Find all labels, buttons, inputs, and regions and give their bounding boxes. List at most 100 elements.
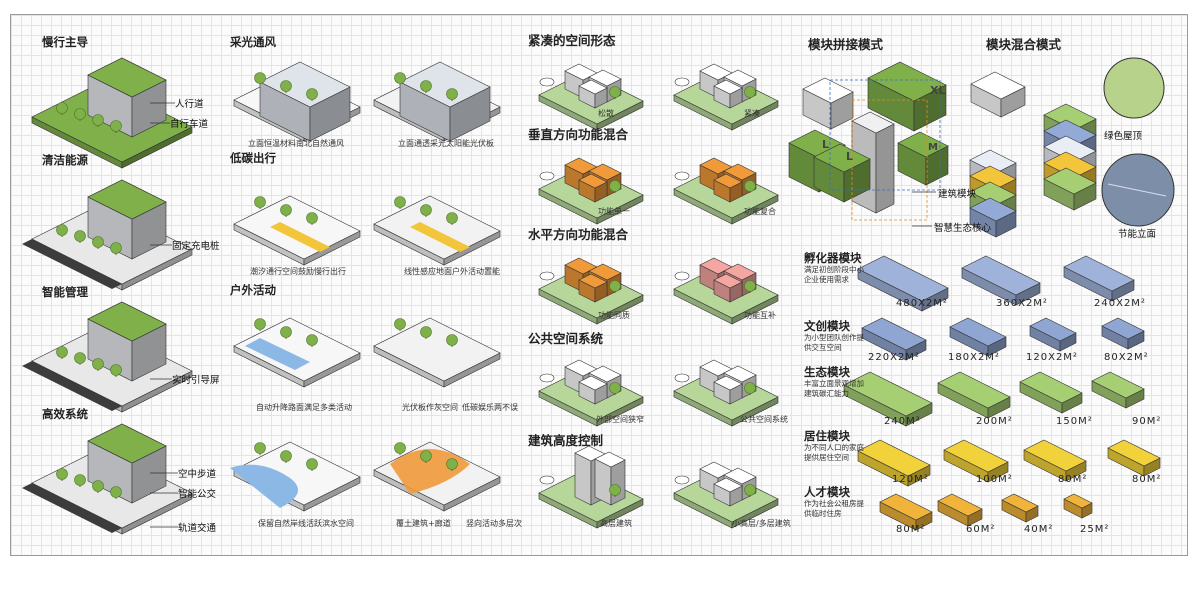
caption-homogeneous: 功能同质 — [598, 311, 630, 320]
caption-complementary: 功能互补 — [744, 311, 776, 320]
module-desc-incubator: 满足初创阶段中小企业使用需求 — [804, 265, 864, 284]
c1-tree-0-1-crown — [74, 108, 86, 120]
c3-blk-b-0-1-top-face — [723, 69, 757, 87]
c3-blk-c-0-0-top-face — [578, 79, 608, 95]
c3-tree-1-1-crown — [744, 180, 756, 192]
section-title-compact-form: 紧凑的空间形态 — [528, 33, 616, 48]
caption-mid-rise: 小高层/多层建筑 — [732, 519, 791, 528]
c3-blk-c-4-1-top-face — [713, 477, 743, 493]
module-block-1-0-top-face — [861, 317, 927, 351]
block-letter-m: M — [928, 142, 938, 153]
section-title-daylight-ventilation: 采光通风 — [230, 35, 276, 49]
c3-blk-c-1-1-top-face — [713, 173, 743, 189]
caption-encourage-walking: 鼓励慢行出行 — [298, 267, 346, 276]
c1-tree-0-2-crown — [92, 114, 104, 126]
size-ecology-1: 240M² — [884, 416, 921, 427]
callout-smart-core: 智慧生态核心 — [934, 223, 992, 234]
caption-solar-panel: 太阳能光伏板 — [446, 139, 494, 148]
caption-public-system: 公共空间系统 — [740, 415, 788, 424]
caption-pv-grey-space: 光伏板作灰空间 — [402, 403, 458, 412]
size-ecology-4: 90M² — [1132, 416, 1162, 427]
size-residential-4: 80M² — [1132, 474, 1162, 485]
module-block-0-1-top-face — [961, 255, 1041, 296]
c3-blk-b-3-1-top-face — [723, 365, 757, 383]
c3-blk-b-1-0-top-face — [588, 163, 622, 181]
block-letter-xl: XL — [930, 84, 946, 97]
c3-tower-a-4-0-top-face — [574, 445, 606, 462]
caption-compound-function: 功能复合 — [744, 207, 776, 216]
c2-tree-4-1-crown — [280, 326, 292, 338]
size-residential-1: 120M² — [892, 474, 929, 485]
c2-tree-5-0-crown — [394, 318, 406, 330]
c3-co2-1-0 — [539, 171, 555, 181]
c2-panel-4-top-face — [233, 317, 361, 382]
c3-blk-a-4-1-top-face — [699, 461, 733, 479]
section-title-height-control: 建筑高度控制 — [528, 433, 604, 448]
c3-tree-2-0-crown — [609, 280, 621, 292]
module-block-3-2-top-face — [1023, 439, 1087, 472]
c1-tree-3-1-crown — [74, 474, 86, 486]
c1-tree-2-3-crown — [110, 364, 122, 376]
caption-compact: 紧凑 — [744, 109, 760, 118]
c3-tower-b-4-0-right-face — [610, 459, 626, 506]
c1-tree-2-0-crown — [56, 346, 68, 358]
c3-co2-0-1 — [674, 77, 690, 87]
caption-narrow-space: 外部空间狭窄 — [596, 415, 644, 424]
c2-path-3 — [410, 222, 470, 252]
c2-hall-0-top-face — [259, 61, 351, 108]
module-block-3-3-top-face — [1107, 439, 1161, 467]
label-guide-screen: 实时引导屏 — [172, 375, 220, 386]
c2-tree-6-1-crown — [280, 450, 292, 462]
section-title-vertical-mix: 垂直方向功能混合 — [528, 127, 629, 142]
c3-tree-1-0-crown — [609, 180, 621, 192]
caption-low-carbon-fun: 低碳娱乐两不误 — [462, 403, 518, 412]
size-incubator-3: 240X2M² — [1094, 298, 1146, 309]
c3-blk-c-2-0-top-face — [578, 273, 608, 289]
caption-single-function: 功能单一 — [598, 207, 630, 216]
size-ecology-2: 200M² — [976, 416, 1013, 427]
c3-co2-4-1 — [674, 475, 690, 485]
c4-small-cube-top-face — [802, 77, 854, 104]
label-smart-bus: 智能公交 — [178, 489, 217, 500]
c2-tree-1-2-crown — [446, 88, 458, 100]
size-creative-2: 180X2M² — [948, 352, 1000, 363]
c3-blk-a-0-1-top-face — [699, 63, 733, 81]
module-title-creative: 文创模块 — [804, 319, 850, 333]
c3-tree-4-0-crown — [609, 484, 621, 496]
c2-panel-2-top-face — [233, 195, 361, 260]
c4-l-block-2-top-face — [813, 143, 871, 173]
section-title-horizontal-mix: 水平方向功能混合 — [528, 227, 629, 242]
module-desc-residential: 为不同人口的家庭提供居住空间 — [804, 443, 864, 462]
caption-high-rise: 高层建筑 — [600, 519, 632, 528]
c2-panel-6-top-face — [233, 441, 361, 506]
module-block-0-2-top-face — [1063, 255, 1135, 292]
c2-tree-3-1-crown — [420, 204, 432, 216]
size-residential-2: 100M² — [976, 474, 1013, 485]
c3-tree-3-1-crown — [744, 382, 756, 394]
module-desc-creative: 为小型团队创作提供交互空间 — [804, 333, 864, 352]
size-residential-3: 80M² — [1058, 474, 1088, 485]
caption-earth-building: 覆土建筑+廊道 — [396, 519, 451, 528]
label-bike-lane: 自行车道 — [170, 119, 209, 130]
c3-co2-2-1 — [674, 271, 690, 281]
c3-blk-a-0-0-top-face — [564, 63, 598, 81]
label-skywalk: 空中步道 — [178, 469, 217, 480]
c3-blk-b-2-0-top-face — [588, 263, 622, 281]
c2-pool-4 — [245, 338, 310, 370]
c2-tree-7-1-crown — [420, 450, 432, 462]
block-letter-l1: L — [822, 138, 830, 151]
module-desc-ecology: 丰富立面景观增加建筑碳汇能力 — [804, 379, 864, 398]
c4-tower-right-face — [875, 123, 895, 214]
c2-tree-5-2-crown — [446, 334, 458, 346]
caption-lifting-road: 自动升降路面 — [256, 403, 304, 412]
c2-tree-7-2-crown — [446, 458, 458, 470]
caption-outdoor-energy: 户外活动置能 — [452, 267, 500, 276]
module-title-residential: 居住模块 — [804, 429, 850, 443]
c3-blk-b-3-0-top-face — [588, 365, 622, 383]
c3-co2-4-0 — [539, 475, 555, 485]
c3-blk-a-3-0-top-face — [564, 359, 598, 377]
caption-sensing-ground: 线性感应地面 — [404, 267, 452, 276]
c3-blk-c-1-0-top-face — [578, 173, 608, 189]
block-letter-l2: L — [846, 150, 854, 163]
c2-tree-1-1-crown — [420, 80, 432, 92]
